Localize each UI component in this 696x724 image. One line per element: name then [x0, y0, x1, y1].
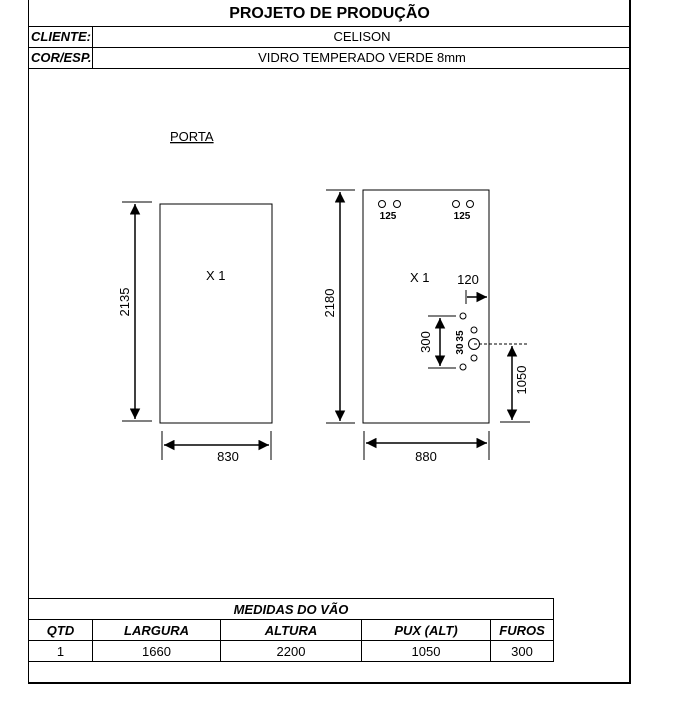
header-divider [28, 26, 631, 27]
handle-gap-a-label: 35 [455, 330, 466, 342]
table-cell: 1050 [361, 640, 491, 662]
handle-hole-icon [459, 312, 467, 320]
right-height-dimension: 2180 [322, 289, 337, 318]
page-title: PROJETO DE PRODUÇÃO [229, 5, 430, 22]
left-width-dimension: 830 [217, 449, 239, 464]
color-value: VIDRO TEMPERADO VERDE 8mm [258, 50, 466, 65]
handle-span-dimension: 300 [418, 331, 433, 353]
measures-title: MEDIDAS DO VÃO [28, 598, 554, 620]
handle-hole-icon [470, 326, 478, 334]
hinge-hole-icon [393, 200, 401, 208]
handle-hole-icon [470, 354, 478, 362]
drawing-sheet [28, 0, 631, 684]
column-header: LARGURA [92, 619, 221, 641]
left-panel-quantity: X 1 [206, 268, 226, 283]
table-header-row: QTD LARGURA ALTURA PUX (ALT) FUROS [28, 619, 554, 641]
column-header: ALTURA [220, 619, 362, 641]
column-header: QTD [28, 619, 93, 641]
right-panel-quantity: X 1 [410, 270, 430, 285]
client-label: CLIENTE: [31, 29, 91, 44]
table-cell: 1 [28, 640, 93, 662]
header-divider [28, 47, 631, 48]
table-row: 1 1660 2200 1050 300 [28, 640, 554, 662]
hinge-hole-icon [378, 200, 386, 208]
header-divider [28, 68, 631, 69]
handle-gap-b-label: 30 [455, 343, 466, 355]
measures-table: MEDIDAS DO VÃO QTD LARGURA ALTURA PUX (A… [28, 598, 554, 662]
hole-top-left-label: 125 [380, 211, 397, 222]
hinge-hole-icon [466, 200, 474, 208]
column-header: PUX (ALT) [361, 619, 491, 641]
hole-top-right-label: 125 [454, 211, 471, 222]
color-label: COR/ESP. [31, 50, 92, 65]
left-height-dimension: 2135 [117, 288, 132, 317]
header-column-divider [92, 26, 93, 68]
handle-height-dimension: 1050 [514, 366, 529, 395]
hinge-hole-icon [452, 200, 460, 208]
right-glass-panel [362, 189, 490, 424]
table-cell: 1660 [92, 640, 221, 662]
table-cell: 300 [490, 640, 554, 662]
client-value: CELISON [333, 29, 391, 44]
section-label: PORTA [170, 129, 214, 144]
column-header: FUROS [490, 619, 554, 641]
handle-hole-icon [459, 363, 467, 371]
left-glass-panel [159, 203, 273, 424]
right-width-dimension: 880 [415, 449, 437, 464]
handle-offset-dimension: 120 [457, 272, 479, 287]
table-cell: 2200 [220, 640, 362, 662]
